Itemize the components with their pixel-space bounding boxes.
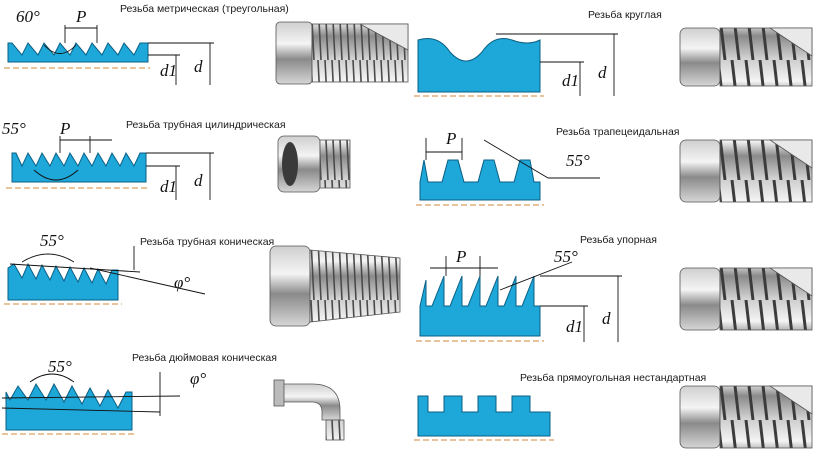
pipe-conical-phi: φ° bbox=[174, 273, 190, 292]
rectangular-thread-block: Резьба прямоугольная нестандартная bbox=[414, 372, 813, 449]
round-thread-profile bbox=[417, 38, 541, 93]
round-thread-d-label: d bbox=[598, 63, 607, 82]
pipe-conical-profile bbox=[7, 262, 119, 301]
buttress-thread-block: Резьба упорная P 55° d1 d bbox=[416, 234, 813, 342]
pipe-cylindrical-block: Резьба трубная цилиндрическая 55° P d1 d bbox=[2, 119, 351, 200]
trapezoidal-screw-photo bbox=[679, 139, 813, 203]
metric-thread-d1-label: d1 bbox=[160, 61, 177, 80]
inch-conical-profile bbox=[5, 382, 133, 431]
buttress-thread-pitch: P bbox=[455, 247, 466, 266]
round-thread-block: Резьба круглая d1 d bbox=[414, 9, 813, 97]
inch-conical-title: Резьба дюймовая коническая bbox=[132, 352, 277, 364]
round-screw-photo bbox=[679, 27, 813, 87]
metric-thread-title: Резьба метрическая (треугольная) bbox=[120, 3, 289, 15]
pipe-cylindrical-angle: 55° bbox=[2, 119, 26, 138]
pipe-cylindrical-d1-label: d1 bbox=[160, 177, 177, 196]
buttress-thread-profile bbox=[419, 275, 541, 337]
pipe-cylindrical-title: Резьба трубная цилиндрическая bbox=[126, 119, 286, 131]
trapezoidal-thread-pitch: P bbox=[445, 129, 456, 148]
pipe-conical-angle: 55° bbox=[40, 231, 64, 250]
round-thread-title: Резьба круглая bbox=[588, 9, 662, 21]
pipe-cylindrical-pitch: P bbox=[59, 119, 70, 138]
rectangular-screw-photo bbox=[679, 385, 813, 449]
buttress-screw-photo bbox=[679, 267, 813, 331]
elbow-fitting-photo bbox=[273, 379, 345, 441]
metric-thread-d-label: d bbox=[194, 57, 203, 76]
buttress-thread-d1-label: d1 bbox=[566, 317, 583, 336]
conical-pipe-photo bbox=[269, 245, 401, 327]
trapezoidal-thread-angle: 55° bbox=[566, 151, 590, 170]
rectangular-thread-profile bbox=[417, 395, 551, 437]
trapezoidal-thread-block: Резьба трапецеидальная P 55° bbox=[416, 126, 813, 206]
inch-conical-phi: φ° bbox=[190, 369, 206, 388]
round-thread-d1-label: d1 bbox=[562, 71, 579, 90]
buttress-thread-angle: 55° bbox=[554, 247, 578, 266]
buttress-thread-d-label: d bbox=[602, 309, 611, 328]
trapezoidal-thread-profile bbox=[419, 159, 541, 201]
pipe-conical-block: Резьба трубная коническая 55° φ° bbox=[4, 231, 401, 327]
metric-thread-profile bbox=[7, 42, 149, 63]
pipe-conical-title: Резьба трубная коническая bbox=[140, 236, 274, 248]
metric-bolt-photo bbox=[275, 21, 409, 85]
buttress-thread-title: Резьба упорная bbox=[580, 234, 657, 246]
metric-thread-pitch: P bbox=[75, 7, 86, 26]
metric-thread-angle: 60° bbox=[16, 7, 40, 26]
inch-conical-angle: 55° bbox=[48, 357, 72, 376]
pipe-fitting-photo bbox=[277, 135, 351, 193]
pipe-cylindrical-d-label: d bbox=[194, 171, 203, 190]
pipe-cylindrical-profile bbox=[11, 151, 147, 183]
trapezoidal-thread-title: Резьба трапецеидальная bbox=[556, 126, 679, 138]
inch-conical-block: Резьба дюймовая коническая 55° φ° bbox=[1, 352, 345, 441]
metric-thread-block: Резьба метрическая (треугольная) 60° P d… bbox=[4, 3, 409, 85]
rectangular-thread-title: Резьба прямоугольная нестандартная bbox=[520, 372, 706, 384]
